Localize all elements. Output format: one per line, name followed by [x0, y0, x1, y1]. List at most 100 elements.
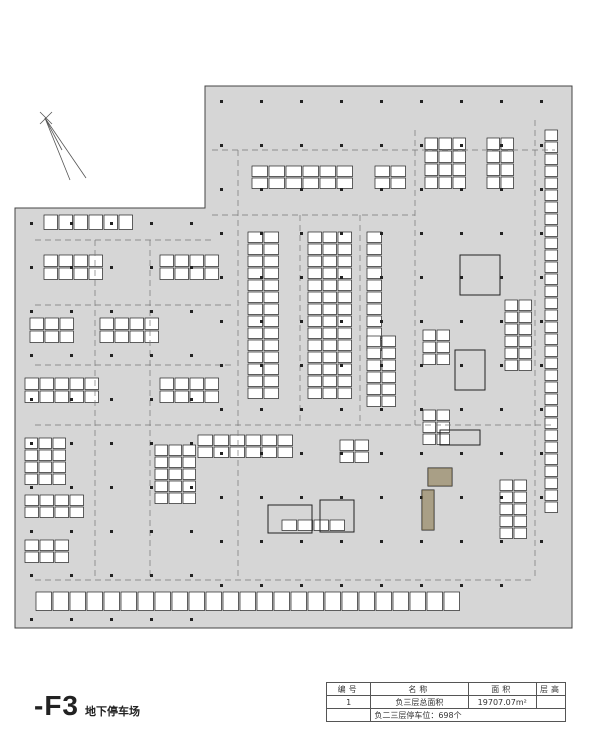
parking-stall	[114, 317, 129, 330]
parking-stall	[337, 243, 352, 255]
parking-stall	[366, 335, 381, 347]
parking-stall	[159, 390, 174, 403]
parking-stall	[504, 347, 518, 359]
parking-stall	[204, 390, 219, 403]
column	[420, 320, 423, 323]
parking-stall	[247, 291, 263, 303]
parking-stall	[159, 267, 174, 280]
parking-stall	[422, 341, 436, 353]
column	[540, 540, 543, 543]
column	[540, 100, 543, 103]
parking-stall	[88, 254, 103, 267]
column	[220, 364, 223, 367]
parking-stall	[256, 591, 273, 611]
column	[380, 144, 383, 147]
parking-stall	[500, 150, 514, 163]
parking-stall	[544, 429, 558, 441]
column	[460, 408, 463, 411]
parking-stall	[168, 492, 182, 504]
column	[300, 452, 303, 455]
header-height: 层高	[536, 682, 566, 696]
column	[420, 452, 423, 455]
parking-stall	[438, 137, 452, 150]
parking-stall	[513, 515, 527, 527]
parking-stall	[302, 177, 319, 189]
parking-stall	[381, 335, 396, 347]
parking-stall	[54, 551, 69, 563]
parking-stall	[544, 201, 558, 213]
parking-stall	[277, 446, 293, 458]
column	[300, 496, 303, 499]
parking-stall	[544, 213, 558, 225]
parking-stall	[307, 243, 322, 255]
column	[70, 398, 73, 401]
parking-stall	[544, 357, 558, 369]
parking-stall	[54, 494, 69, 506]
parking-stall	[52, 449, 66, 461]
column	[340, 540, 343, 543]
column	[30, 486, 33, 489]
parking-stall	[263, 315, 279, 327]
column	[150, 530, 153, 533]
column	[30, 574, 33, 577]
cell-height	[536, 695, 566, 709]
parking-stall	[438, 176, 452, 189]
parking-stall	[424, 137, 438, 150]
parking-stall	[354, 451, 369, 463]
column	[340, 100, 343, 103]
column	[380, 540, 383, 543]
parking-stall	[307, 291, 322, 303]
column	[380, 452, 383, 455]
parking-stall	[339, 451, 354, 463]
column	[150, 266, 153, 269]
column	[260, 276, 263, 279]
parking-stall	[38, 461, 52, 473]
column	[190, 266, 193, 269]
column	[540, 232, 543, 235]
parking-stall	[189, 254, 204, 267]
column	[500, 320, 503, 323]
parking-stall	[251, 177, 268, 189]
column	[150, 310, 153, 313]
column	[300, 188, 303, 191]
column	[260, 496, 263, 499]
parking-stall	[103, 591, 120, 611]
parking-stall	[500, 137, 514, 150]
parking-stall	[518, 347, 532, 359]
parking-stall	[424, 163, 438, 176]
parking-stall	[247, 267, 263, 279]
parking-stall	[247, 231, 263, 243]
column	[30, 310, 33, 313]
parking-stall	[374, 165, 390, 177]
parking-stall	[54, 539, 69, 551]
parking-stall	[168, 444, 182, 456]
parking-stall	[322, 375, 337, 387]
parking-stall	[436, 421, 450, 433]
column	[540, 408, 543, 411]
parking-stall	[38, 437, 52, 449]
parking-stall	[322, 327, 337, 339]
parking-stall	[366, 347, 381, 359]
column	[70, 266, 73, 269]
column	[500, 364, 503, 367]
column	[500, 496, 503, 499]
column	[70, 222, 73, 225]
parking-stall	[245, 434, 261, 446]
parking-stall	[392, 591, 409, 611]
parking-stall	[59, 330, 74, 343]
parking-stall	[261, 434, 277, 446]
column	[420, 188, 423, 191]
parking-stall	[499, 479, 513, 491]
column	[460, 452, 463, 455]
parking-stall	[337, 339, 352, 351]
parking-stall	[43, 254, 58, 267]
parking-stall	[313, 519, 329, 531]
parking-stall	[263, 339, 279, 351]
column	[460, 540, 463, 543]
parking-stall	[513, 527, 527, 539]
column	[300, 364, 303, 367]
parking-stall	[307, 363, 322, 375]
parking-stall	[24, 390, 39, 403]
parking-stall	[263, 243, 279, 255]
parking-stall	[247, 255, 263, 267]
